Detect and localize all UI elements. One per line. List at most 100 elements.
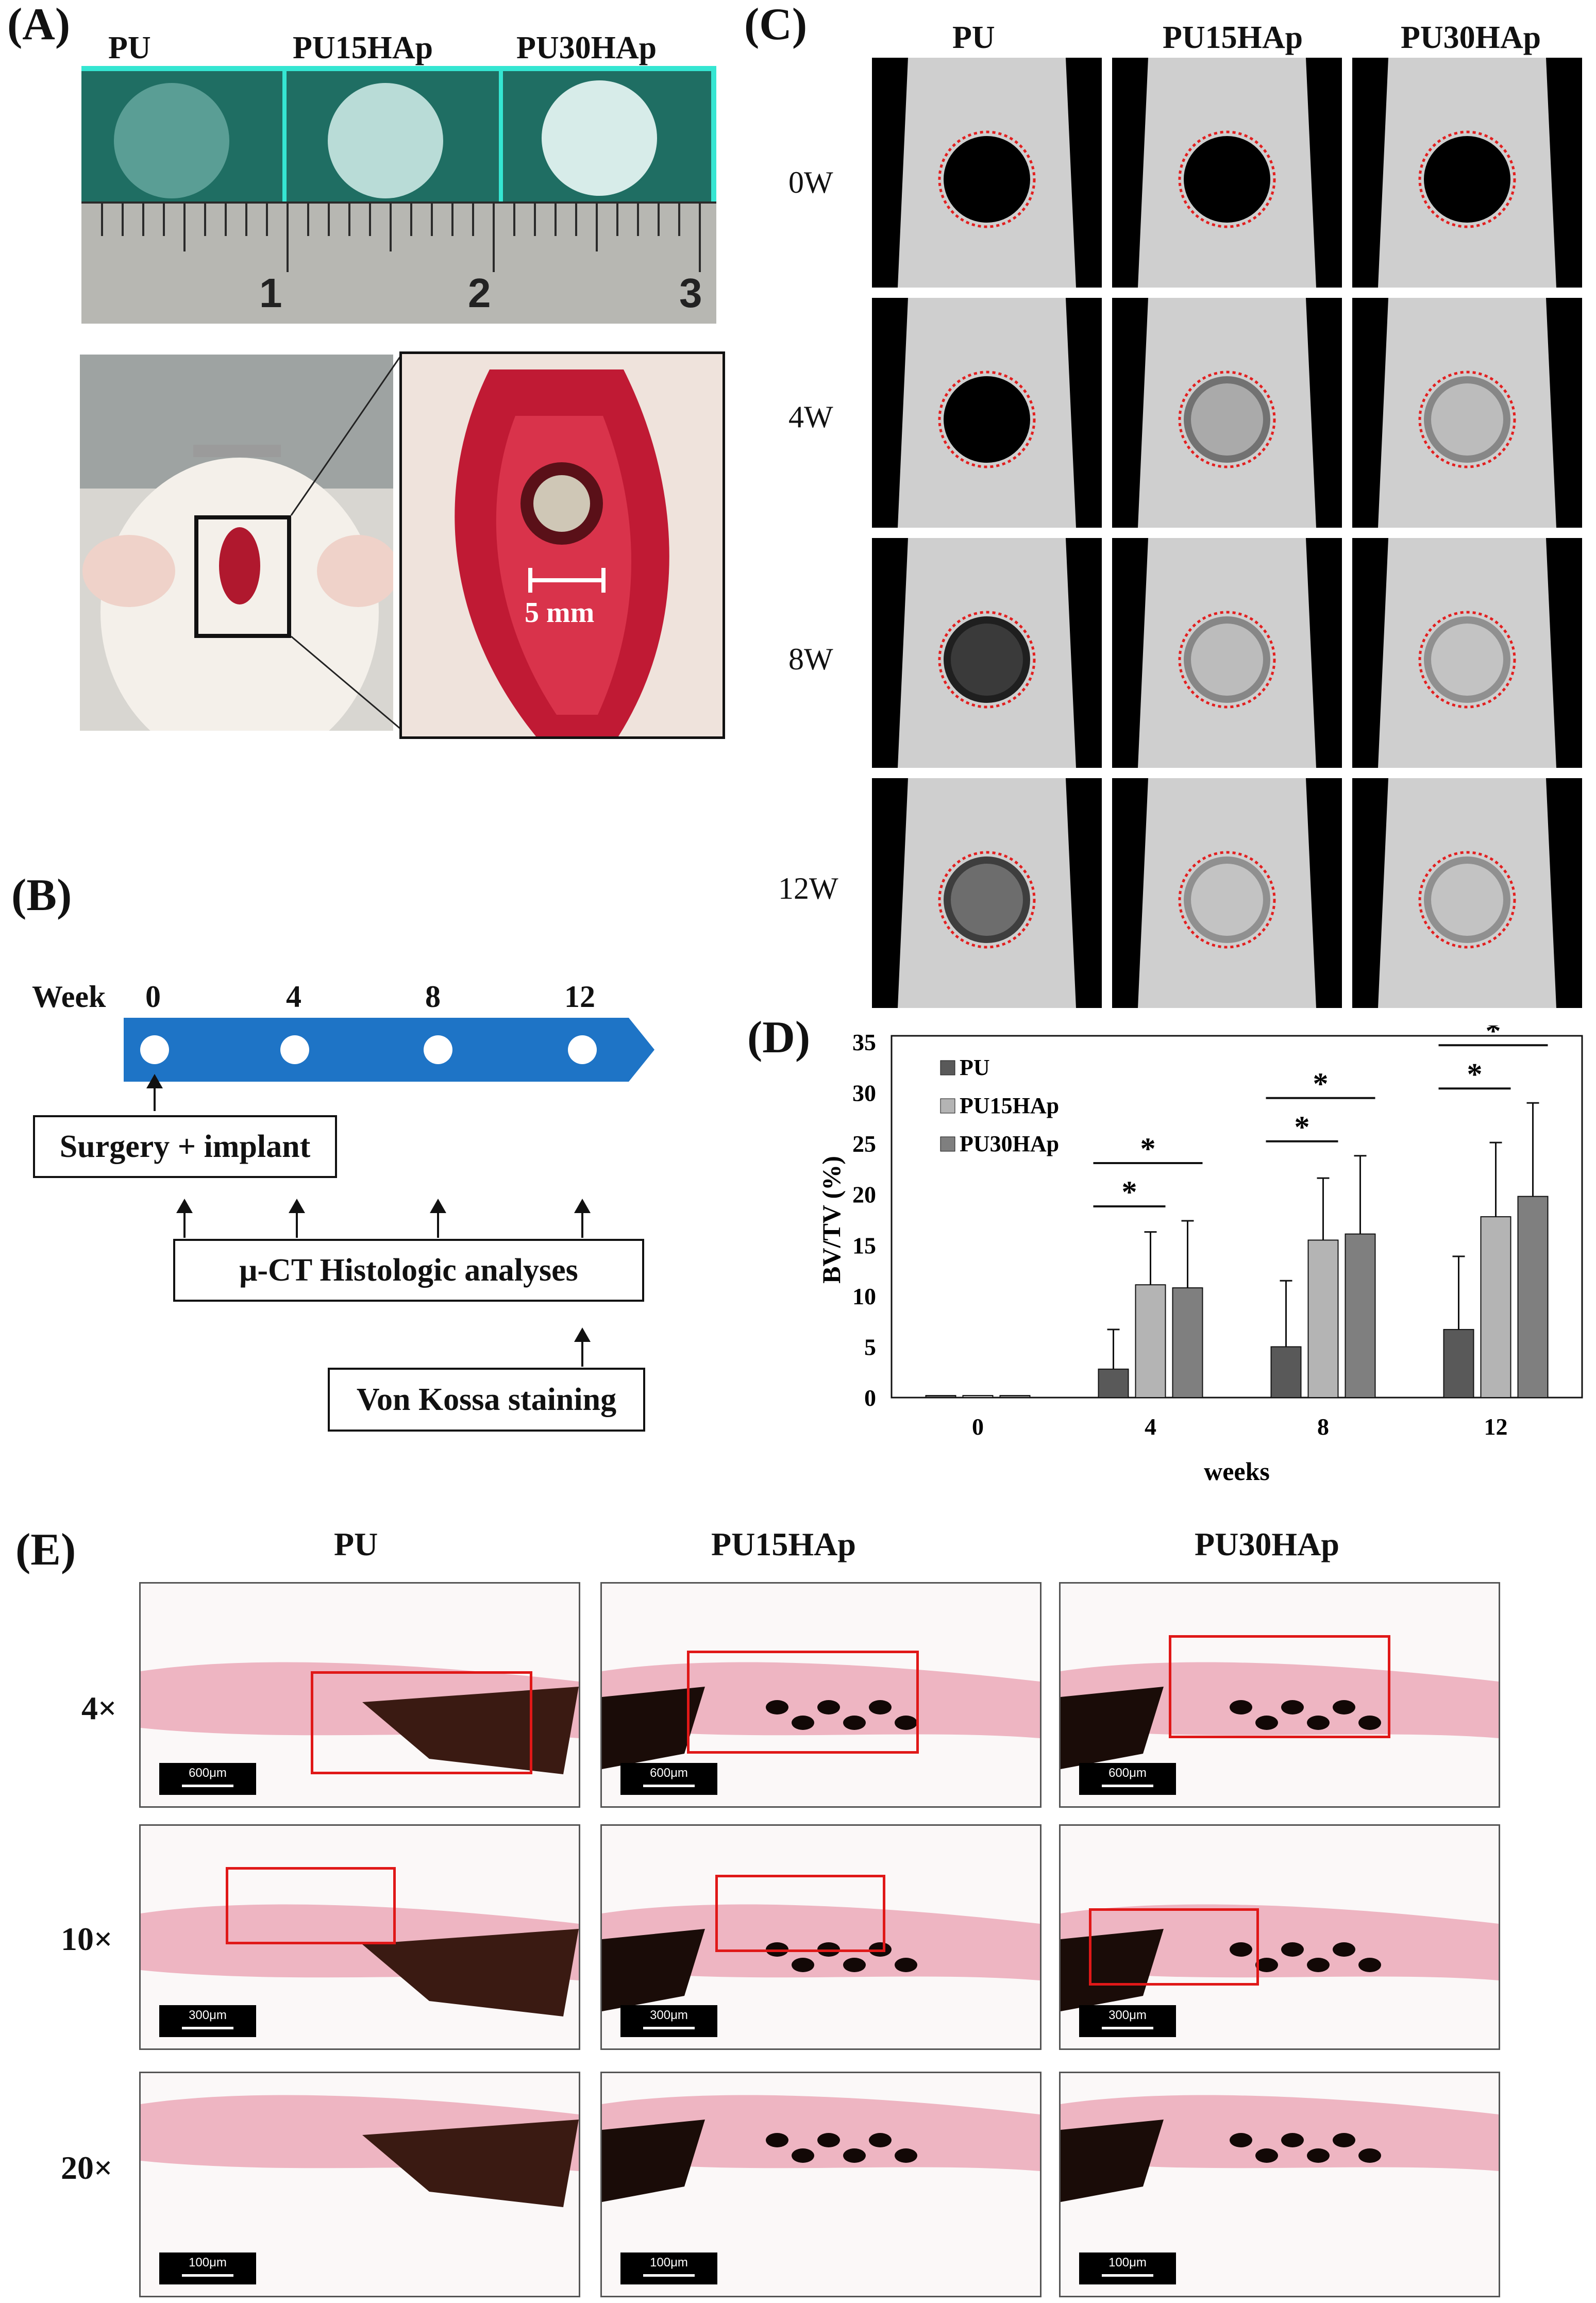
- zoom-region-box: [1089, 1908, 1259, 1986]
- wound-inset-photo: 5 mm: [399, 351, 725, 739]
- panel-c-label: (C): [744, 0, 808, 49]
- arrow-analysis-12: [574, 1199, 591, 1238]
- bar-pu-4: [1098, 1368, 1129, 1398]
- y-tick-label-7: 35: [852, 1029, 876, 1055]
- scale-bar-line: [1102, 2274, 1153, 2277]
- bar-pu15hap-0: [962, 1395, 994, 1398]
- scale-bar: 600μm: [159, 1763, 256, 1795]
- scale-bar-label: 600μm: [1108, 1766, 1147, 1780]
- ct-group-pu30hap: PU30HAp: [1401, 20, 1541, 55]
- y-tick-label-5: 25: [852, 1131, 876, 1157]
- bar-pu30hap-8: [1345, 1233, 1376, 1398]
- timeline-week-0: 0: [145, 980, 161, 1014]
- x-tick-label-0: 0: [972, 1414, 984, 1440]
- staining-box: Von Kossa staining: [328, 1368, 645, 1432]
- panel-d-label: (D): [747, 1013, 811, 1063]
- plot-frame: [891, 1035, 1583, 1399]
- bar-pu30hap-0: [999, 1395, 1031, 1398]
- bar-pu15hap-8: [1307, 1239, 1339, 1398]
- scale-bar-label: 300μm: [189, 2008, 227, 2022]
- panel-e-label: (E): [15, 1525, 76, 1575]
- ct-image-2-1: [1112, 538, 1342, 768]
- x-tick-label-2: 8: [1317, 1414, 1329, 1440]
- scale-bar-label: 100μm: [1108, 2256, 1147, 2270]
- x-axis-label: weeks: [1204, 1457, 1270, 1486]
- ct-image-2-2: [1352, 538, 1582, 768]
- scale-bar: 300μm: [620, 2005, 717, 2037]
- scale-bar-line: [643, 2274, 695, 2277]
- histo-group-pu15hap: PU15HAp: [711, 1526, 856, 1562]
- scale-bar: 600μm: [620, 1763, 717, 1795]
- legend-label-pu15hap: PU15HAp: [960, 1093, 1059, 1118]
- scale-bar-line: [643, 1785, 695, 1787]
- bar-pu30hap-4: [1172, 1287, 1203, 1399]
- timeline-week-4: 4: [286, 980, 301, 1014]
- y-axis-label: BV/TV (%): [817, 1156, 846, 1284]
- ct-image-0-2: [1352, 58, 1582, 288]
- sig-mark-4-1: *: [1140, 1132, 1156, 1166]
- panel-a-group-pu: PU: [108, 30, 151, 65]
- histo-row-20x: 20×: [61, 2149, 113, 2186]
- zoom-region-box: [226, 1867, 396, 1944]
- legend-swatch-pu15hap: [940, 1098, 955, 1114]
- sig-mark-12-0: *: [1467, 1057, 1483, 1091]
- inset-scale-line: [528, 578, 606, 582]
- scale-bar-line: [182, 2027, 233, 2029]
- scale-bar-label: 600μm: [189, 1766, 227, 1780]
- timeline-week-8: 8: [425, 980, 441, 1014]
- ruler-number-1: 1: [259, 270, 282, 316]
- panel-a-group-pu15hap: PU15HAp: [293, 30, 433, 65]
- arrow-staining: [574, 1327, 591, 1367]
- scale-bar-label: 600μm: [650, 1766, 688, 1780]
- zoom-region-box: [715, 1875, 885, 1952]
- ct-image-1-0: [872, 298, 1102, 528]
- histology-image-0-2: 600μm: [1059, 1582, 1500, 1808]
- histology-image-1-1: 300μm: [600, 1824, 1041, 2050]
- y-tick-label-4: 20: [852, 1182, 876, 1208]
- inset-scale-label: 5 mm: [525, 597, 595, 629]
- ct-image-0-1: [1112, 58, 1342, 288]
- scale-bar: 100μm: [1079, 2252, 1176, 2284]
- bar-pu15hap-4: [1135, 1284, 1166, 1398]
- panel-a-label: (A): [7, 0, 71, 49]
- histo-row-10x: 10×: [61, 1921, 113, 1957]
- ct-image-3-2: [1352, 778, 1582, 1008]
- panel-a-group-pu30hap: PU30HAp: [516, 30, 657, 65]
- scale-bar-label: 300μm: [650, 2008, 688, 2022]
- y-tick-label-2: 10: [852, 1283, 876, 1309]
- scale-bar-line: [182, 2274, 233, 2277]
- histology-image-1-0: 300μm: [139, 1824, 580, 2050]
- zoom-region-box: [687, 1651, 919, 1754]
- timeline-arrow: [124, 1018, 654, 1082]
- scale-bar-line: [182, 1785, 233, 1787]
- bar-pu-0: [925, 1395, 956, 1398]
- histology-image-0-1: 600μm: [600, 1582, 1041, 1808]
- ct-group-pu: PU: [952, 20, 995, 55]
- histo-row-4x: 4×: [81, 1690, 117, 1726]
- x-tick-label-3: 12: [1484, 1414, 1508, 1440]
- legend-label-pu30hap: PU30HAp: [960, 1131, 1059, 1156]
- bar-pu30hap-12: [1517, 1196, 1549, 1398]
- bar-pu-8: [1270, 1346, 1302, 1399]
- scale-bar-line: [643, 2027, 695, 2029]
- zoom-region-box: [311, 1671, 532, 1774]
- rat-inset-frame: [194, 515, 291, 638]
- scale-bar: 300μm: [159, 2005, 256, 2037]
- histo-group-pu: PU: [334, 1526, 378, 1562]
- histology-image-2-0: 100μm: [139, 2072, 580, 2297]
- scale-bar-label: 100μm: [650, 2256, 688, 2270]
- analysis-box: μ-CT Histologic analyses: [173, 1239, 644, 1302]
- inset-scale-tick-left: [528, 568, 532, 593]
- legend-label-pu: PU: [960, 1055, 990, 1080]
- histology-image-0-0: 600μm: [139, 1582, 580, 1808]
- y-tick-label-0: 0: [864, 1385, 876, 1411]
- ruler-number-3: 3: [679, 270, 702, 316]
- ct-row-8w: 8W: [788, 642, 833, 676]
- y-tick-label-3: 15: [852, 1232, 876, 1258]
- histology-image-2-1: 100μm: [600, 2072, 1041, 2297]
- scale-bar: 100μm: [159, 2252, 256, 2284]
- arrow-analysis-4: [289, 1199, 305, 1238]
- y-tick-label-6: 30: [852, 1080, 876, 1106]
